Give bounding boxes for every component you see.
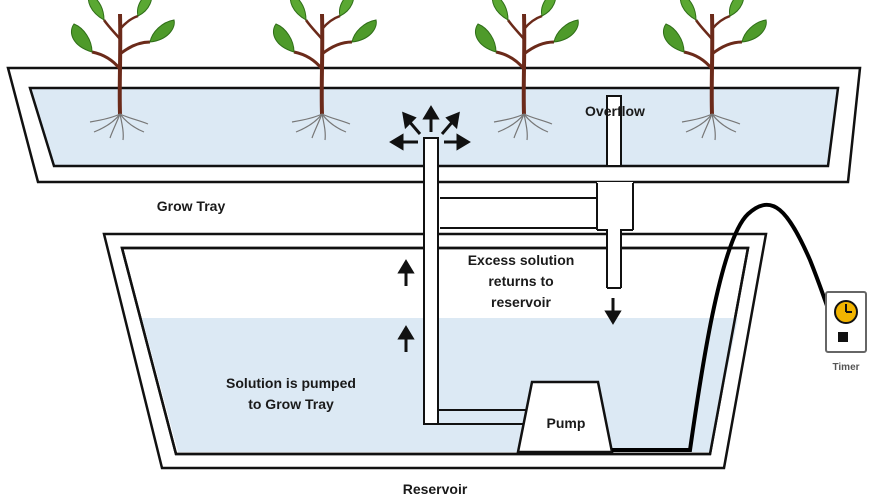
label-overflow: Overflow: [585, 103, 645, 119]
label-grow-tray: Grow Tray: [157, 198, 226, 214]
label-pumped-line1: Solution is pumped: [226, 375, 356, 391]
up-arrows: [397, 259, 415, 352]
arrow-icon: [397, 259, 415, 286]
overflow-tube: [606, 95, 622, 167]
riser-tube: [423, 137, 439, 425]
label-excess-line2: returns to: [488, 273, 553, 289]
arrow-icon: [402, 111, 422, 135]
arrow-icon: [389, 133, 418, 151]
power-cable: [612, 202, 840, 452]
arrow-icon: [604, 298, 622, 325]
timer-plug: [838, 332, 848, 342]
grow-tray: [6, 66, 862, 184]
spray-arrows: [389, 105, 471, 151]
label-timer: Timer: [832, 362, 859, 373]
label-pumped-line2: to Grow Tray: [248, 396, 334, 412]
label-excess-line3: reservoir: [491, 294, 551, 310]
pump-riser: [423, 137, 530, 425]
label-excess-line1: Excess solution: [468, 252, 575, 268]
label-pump: Pump: [547, 415, 586, 431]
arrow-icon: [440, 111, 460, 135]
arrow-icon: [422, 105, 440, 132]
drain-pipe: [440, 182, 634, 289]
grow-tray-solution: [28, 86, 840, 168]
arrow-icon: [444, 133, 471, 151]
label-reservoir: Reservoir: [403, 481, 468, 497]
arrow-icon: [397, 325, 415, 352]
timer: [825, 291, 867, 353]
